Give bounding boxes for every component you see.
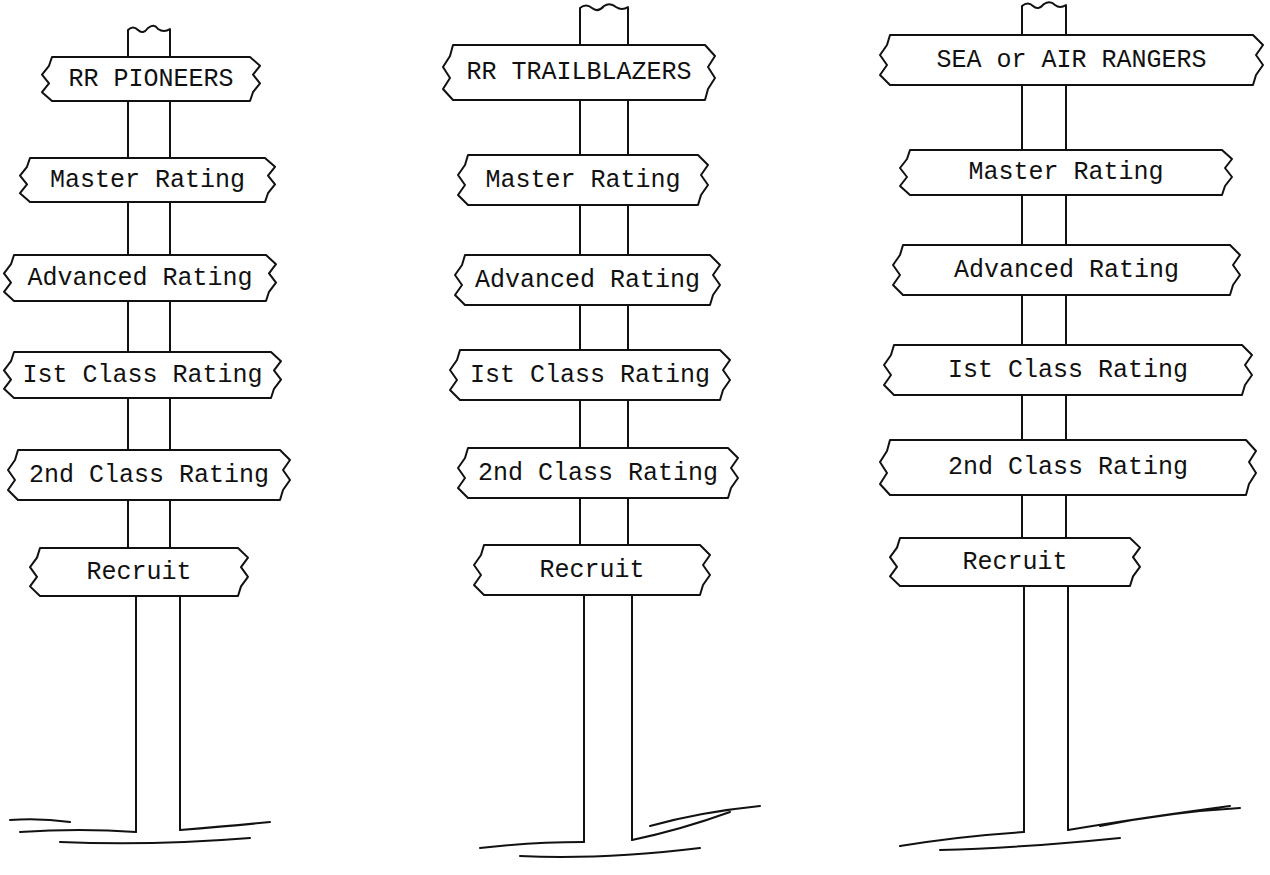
- sign-border: [450, 350, 730, 400]
- post-segment: [580, 205, 628, 255]
- sign-board: Master Rating: [900, 150, 1232, 195]
- sign-board: Advanced Rating: [893, 245, 1240, 295]
- sign-board: Recruit: [474, 545, 710, 595]
- sign-text: 2nd Class Rating: [478, 459, 718, 488]
- sign-text: 2nd Class Rating: [948, 453, 1188, 482]
- sign-border: [455, 255, 720, 305]
- sign-text: SEA or AIR RANGERS: [936, 46, 1206, 75]
- post-bottom: [584, 595, 632, 842]
- post-segment: [128, 398, 170, 450]
- post-segment: [1022, 85, 1066, 150]
- sign-board: Recruit: [890, 538, 1140, 586]
- post-segment: [128, 202, 170, 255]
- sign-text: Ist Class Rating: [948, 356, 1188, 385]
- sign-border: [884, 345, 1252, 395]
- sign-border: [458, 155, 708, 205]
- sign-board: Ist Class Rating: [884, 345, 1252, 395]
- sign-border: [8, 450, 290, 500]
- post-segment: [128, 301, 170, 352]
- sign-text: Advanced Rating: [27, 264, 252, 293]
- post-segment: [1022, 395, 1066, 440]
- sign-text: Master Rating: [50, 166, 245, 195]
- sign-board: Advanced Rating: [4, 255, 276, 301]
- sign-border: [900, 150, 1232, 195]
- post-segment: [580, 100, 628, 155]
- post-bottom: [1024, 586, 1068, 832]
- sign-text: RR TRAILBLAZERS: [466, 58, 691, 87]
- sign-text: Advanced Rating: [475, 266, 700, 295]
- sign-border: [880, 440, 1256, 495]
- sign-text: Recruit: [962, 548, 1067, 577]
- post-top: [128, 26, 170, 57]
- post-bottom: [136, 596, 180, 832]
- post-segment: [580, 498, 628, 545]
- sign-text: Recruit: [86, 558, 191, 587]
- post-segment: [128, 500, 170, 548]
- sign-border: [42, 57, 260, 101]
- post-top: [1022, 2, 1066, 35]
- sign-border: [458, 448, 738, 498]
- post-segment: [580, 305, 628, 350]
- sign-board: Advanced Rating: [455, 255, 720, 305]
- sign-board: Ist Class Rating: [450, 350, 730, 400]
- sign-border: [474, 545, 710, 595]
- sign-border: [20, 158, 275, 202]
- post-segment: [1022, 495, 1066, 538]
- sign-text: Master Rating: [485, 166, 680, 195]
- sign-border: [880, 35, 1263, 85]
- post-segment: [1022, 295, 1066, 345]
- sign-text: 2nd Class Rating: [29, 461, 269, 490]
- sign-board: Recruit: [30, 548, 248, 596]
- post-top: [580, 4, 628, 45]
- sign-border: [893, 245, 1240, 295]
- post-segment: [128, 101, 170, 158]
- sign-text: Advanced Rating: [954, 256, 1179, 285]
- sign-board: RR TRAILBLAZERS: [443, 45, 715, 100]
- sign-board: 2nd Class Rating: [880, 440, 1256, 495]
- ground-line: [10, 819, 270, 843]
- sign-text: Ist Class Rating: [470, 361, 710, 390]
- post-segment: [1022, 195, 1066, 245]
- sign-text: Master Rating: [968, 158, 1163, 187]
- sign-border: [890, 538, 1140, 586]
- sign-border: [4, 255, 276, 301]
- sign-border: [4, 352, 281, 398]
- sign-board: RR PIONEERS: [42, 57, 260, 101]
- sign-text: RR PIONEERS: [68, 65, 233, 94]
- sign-border: [443, 45, 715, 100]
- sign-text: Recruit: [539, 556, 644, 585]
- sign-board: 2nd Class Rating: [8, 450, 290, 500]
- ground-line: [900, 806, 1240, 850]
- post-segment: [580, 400, 628, 448]
- sign-board: Master Rating: [20, 158, 275, 202]
- sign-board: Ist Class Rating: [4, 352, 281, 398]
- sign-board: 2nd Class Rating: [458, 448, 738, 498]
- sign-text: Ist Class Rating: [22, 361, 262, 390]
- sign-border: [30, 548, 248, 596]
- sign-board: Master Rating: [458, 155, 708, 205]
- sign-board: SEA or AIR RANGERS: [880, 35, 1263, 85]
- ground-line: [480, 806, 760, 857]
